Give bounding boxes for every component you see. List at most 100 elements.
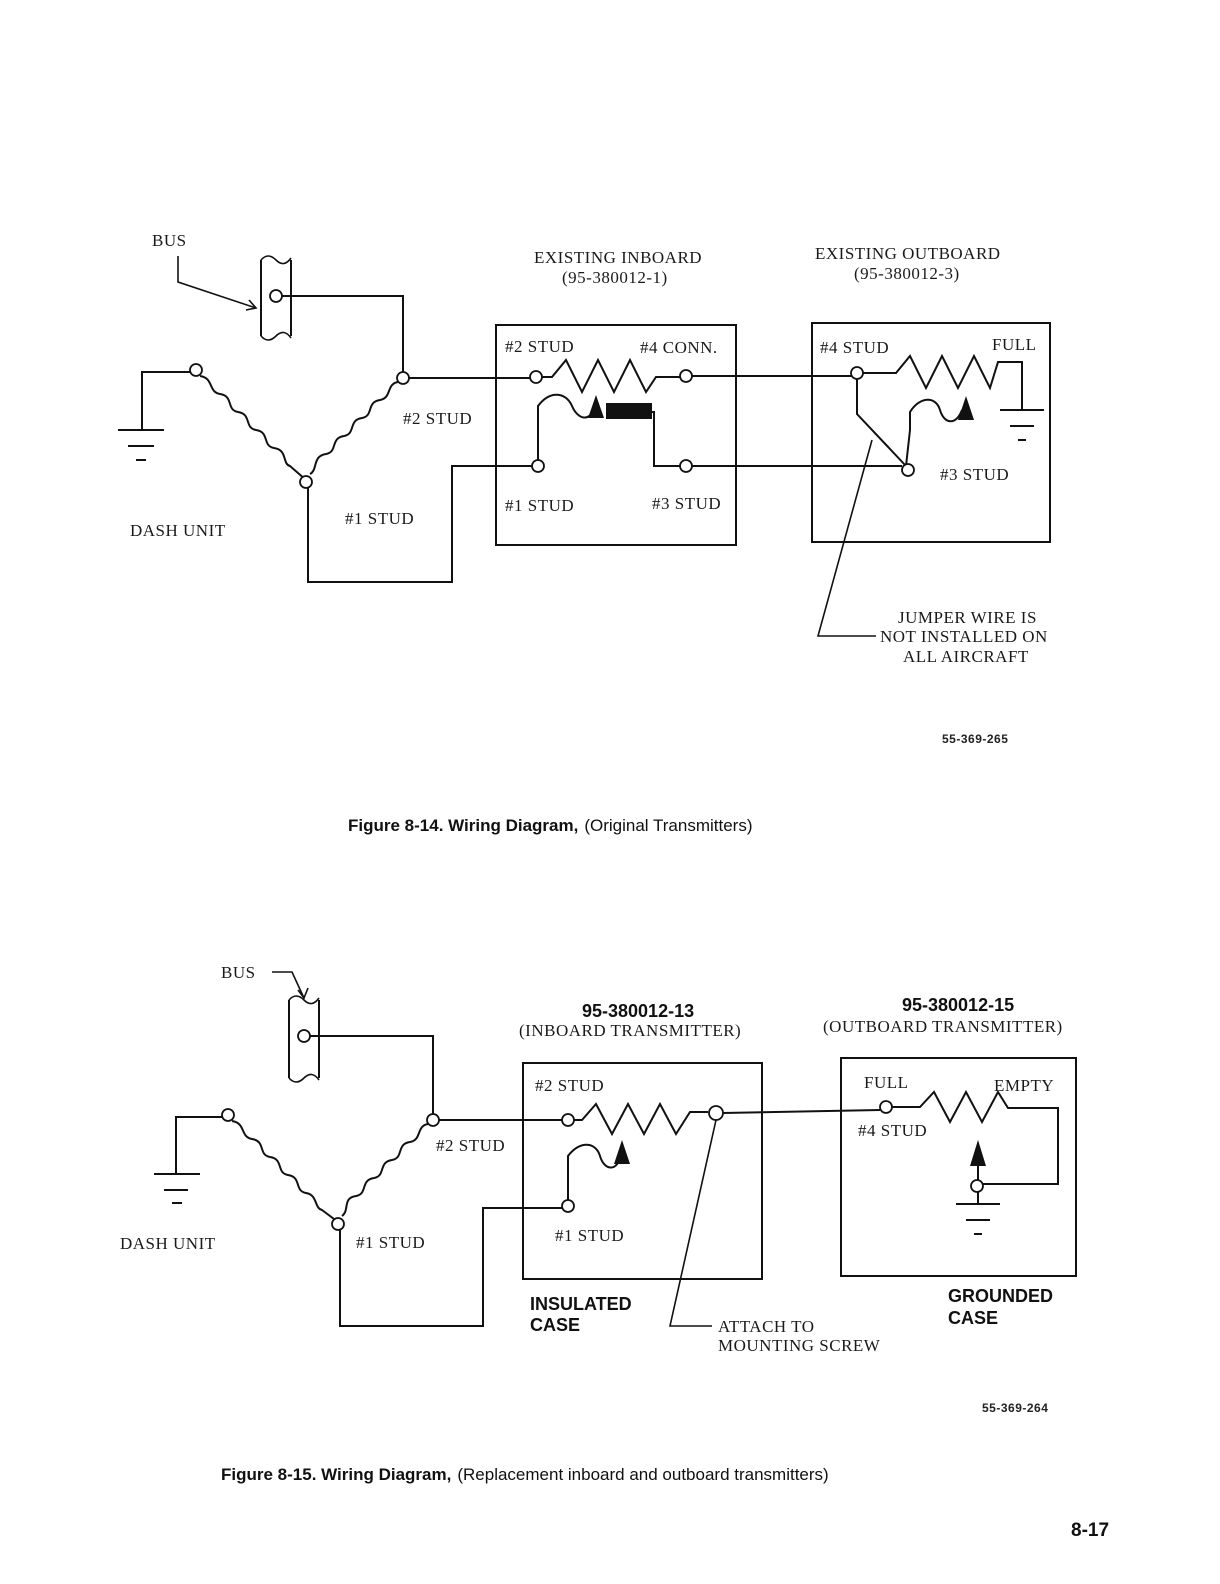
inboard-stud1-terminal bbox=[531, 459, 545, 473]
outboard-resistor bbox=[863, 353, 1023, 410]
inboard-stud2-terminal bbox=[529, 370, 543, 384]
inboard-output-terminal-2 bbox=[708, 1105, 724, 1121]
inboard-conn4-label: #4 CONN. bbox=[640, 338, 718, 357]
outboard-stud3-terminal bbox=[901, 463, 915, 477]
dash-coil-left-2 bbox=[231, 1120, 339, 1223]
bus-leader-line bbox=[177, 256, 257, 309]
inboard-part-number: (95-380012-1) bbox=[562, 268, 668, 287]
jumper-leader-line bbox=[816, 439, 876, 637]
inboard-stud3-lead bbox=[652, 411, 680, 467]
dash-ground-terminal bbox=[189, 363, 203, 377]
wire-stud1-to-inboard bbox=[307, 465, 533, 583]
inboard-resistor bbox=[542, 357, 680, 395]
inboard-title-2: (INBOARD TRANSMITTER) bbox=[519, 1021, 741, 1040]
outboard-part-number: (95-380012-3) bbox=[854, 264, 960, 283]
outboard-full-label-2: FULL bbox=[864, 1073, 909, 1092]
outboard-jumper-wire bbox=[856, 379, 907, 467]
outboard-part-number-2: 95-380012-15 bbox=[902, 995, 1014, 1015]
figure1-caption-rest: (Original Transmitters) bbox=[584, 816, 752, 835]
figure-8-15: BUS #2 STUD #1 STUD DASH UNIT 95-380012-… bbox=[120, 963, 1077, 1484]
dash-coil-right-2 bbox=[341, 1123, 429, 1217]
dash-stud2-label-2: #2 STUD bbox=[436, 1136, 505, 1155]
wire-inboard-to-outboard-2 bbox=[722, 1109, 881, 1114]
outboard-resistor-2 bbox=[892, 1089, 1059, 1185]
grounded-case-line2: CASE bbox=[948, 1308, 998, 1328]
figure2-caption-bold: Figure 8-15. Wiring Diagram, bbox=[221, 1465, 451, 1484]
figure1-caption: Figure 8-14. Wiring Diagram, (Original Tr… bbox=[348, 816, 752, 835]
dash-stud1-label: #1 STUD bbox=[345, 509, 414, 528]
jumper-note-line2: NOT INSTALLED ON bbox=[880, 627, 1048, 646]
outboard-stud3-label: #3 STUD bbox=[940, 465, 1009, 484]
inboard-insulation-marks bbox=[495, 390, 737, 456]
bus-label-2: BUS bbox=[221, 963, 256, 982]
outboard-stud4-terminal bbox=[850, 366, 864, 380]
inboard-title: EXISTING INBOARD bbox=[534, 248, 702, 267]
inboard-stud2-label: #2 STUD bbox=[505, 337, 574, 356]
inboard-wiper-arrow-2 bbox=[614, 1140, 630, 1164]
outboard-title: EXISTING OUTBOARD bbox=[815, 244, 1001, 263]
outboard-full-label: FULL bbox=[992, 335, 1037, 354]
ground-symbol bbox=[118, 410, 164, 461]
jumper-note-line1: JUMPER WIRE IS bbox=[898, 608, 1037, 627]
figure1-drawing-code: 55-369-265 bbox=[942, 732, 1008, 746]
grounded-case-line1: GROUNDED bbox=[948, 1286, 1053, 1306]
inboard-stud1-label: #1 STUD bbox=[505, 496, 574, 515]
bus-leader-line-2 bbox=[272, 971, 305, 999]
inboard-wiper-lead bbox=[537, 393, 595, 460]
dash-unit-label: DASH UNIT bbox=[130, 521, 226, 540]
outboard-stud4-label-2: #4 STUD bbox=[858, 1121, 927, 1140]
inboard-stud1-label-2: #1 STUD bbox=[555, 1226, 624, 1245]
inboard-stud2-label-2: #2 STUD bbox=[535, 1076, 604, 1095]
bus-terminal bbox=[269, 289, 283, 303]
wire-stud1-to-inboard-2 bbox=[339, 1207, 562, 1327]
dash-stud2-label: #2 STUD bbox=[403, 409, 472, 428]
dash-stud1-terminal bbox=[299, 475, 313, 489]
inboard-wiper-lead-2 bbox=[567, 1143, 621, 1200]
bus-wire-2 bbox=[310, 1035, 434, 1114]
ground-symbol-2 bbox=[154, 1156, 200, 1204]
outboard-title-2: (OUTBOARD TRANSMITTER) bbox=[823, 1017, 1063, 1036]
outboard-wiper-arrow bbox=[958, 396, 974, 420]
outboard-ground-symbol bbox=[1000, 409, 1044, 441]
dash-unit-label-2: DASH UNIT bbox=[120, 1234, 216, 1253]
insulated-case-line2: CASE bbox=[530, 1315, 580, 1335]
figure2-caption: Figure 8-15. Wiring Diagram, (Replacement… bbox=[221, 1465, 829, 1484]
inboard-stud1-terminal-2 bbox=[561, 1199, 575, 1213]
inboard-stud2-terminal-2 bbox=[561, 1113, 575, 1127]
dash-stud2-terminal bbox=[396, 371, 410, 385]
bus-label: BUS bbox=[152, 231, 187, 250]
dash-coil-left bbox=[199, 375, 307, 481]
figure1-caption-bold: Figure 8-14. Wiring Diagram, bbox=[348, 816, 578, 835]
dash-ground-lead bbox=[141, 371, 190, 410]
page-number: 8-17 bbox=[1071, 1520, 1109, 1541]
inboard-wiper-arrow bbox=[588, 395, 604, 418]
bus-bar bbox=[260, 255, 292, 341]
outboard-ground-symbol-2 bbox=[956, 1203, 1000, 1235]
attach-leader-line bbox=[669, 1119, 717, 1327]
bus-bar-2 bbox=[288, 995, 320, 1083]
dash-stud2-terminal-2 bbox=[426, 1113, 440, 1127]
outboard-stud4-terminal-2 bbox=[879, 1100, 893, 1114]
figure2-drawing-code: 55-369-264 bbox=[982, 1401, 1048, 1415]
insulated-case-line1: INSULATED bbox=[530, 1294, 632, 1314]
outboard-transmitter-box bbox=[811, 322, 1051, 543]
inboard-transmitter-box-2 bbox=[522, 1062, 763, 1280]
figure-8-14: BUS #2 STUD #1 STUD DASH UNIT EXISTING I… bbox=[118, 231, 1051, 835]
dash-stud1-label-2: #1 STUD bbox=[356, 1233, 425, 1252]
inboard-resistor-2 bbox=[574, 1101, 708, 1137]
inboard-contact-block bbox=[606, 403, 652, 419]
dash-coil-right bbox=[309, 381, 399, 475]
bus-terminal-2 bbox=[297, 1029, 311, 1043]
outboard-wiper-lead bbox=[905, 398, 963, 467]
inboard-conn4-terminal bbox=[679, 369, 693, 383]
inboard-part-number-2: 95-380012-13 bbox=[582, 1001, 694, 1021]
bus-leader-arrow bbox=[245, 299, 258, 311]
bus-leader-arrow-2 bbox=[297, 987, 309, 1000]
outboard-ground-terminal-2 bbox=[970, 1179, 984, 1193]
outboard-wiper-arrow-2 bbox=[970, 1140, 986, 1166]
inboard-stud3-label: #3 STUD bbox=[652, 494, 721, 513]
inboard-insulation-marks-2 bbox=[522, 1140, 763, 1214]
jumper-note-line3: ALL AIRCRAFT bbox=[903, 647, 1029, 666]
figure2-caption-rest: (Replacement inboard and outboard transm… bbox=[457, 1465, 828, 1484]
